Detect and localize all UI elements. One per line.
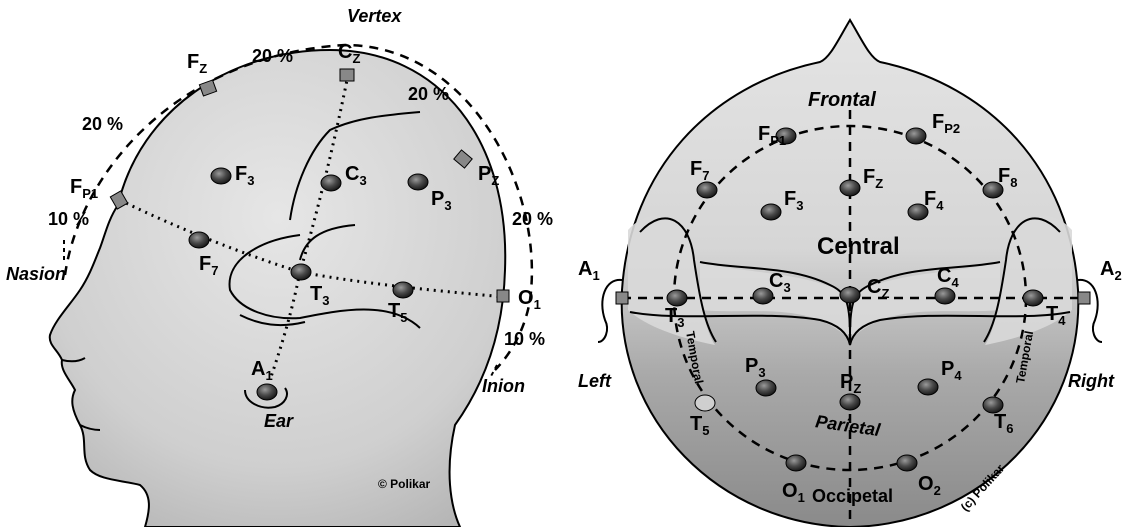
label-ear: Ear: [264, 411, 294, 431]
top-label-a1: A1: [578, 258, 600, 283]
pct-right-mid: 20 %: [512, 209, 553, 229]
label-occipetal: Occipetal: [812, 486, 893, 506]
side-view: FZ CZ PZ FP1 O1 F3 C3 P3 F7 T3 T5 A1 20 …: [6, 6, 553, 527]
label-nasion: Nasion: [6, 264, 66, 284]
electrode-p4: [918, 379, 938, 395]
label-left: Left: [578, 371, 612, 391]
pct-left-mid: 20 %: [82, 114, 123, 134]
label-o1: O1: [518, 287, 541, 312]
top-label-a2: A2: [1100, 258, 1122, 283]
electrode-c3: [321, 175, 341, 191]
clip-a1: [616, 292, 628, 304]
pct-top-left: 20 %: [252, 46, 293, 66]
electrode-f3: [761, 204, 781, 220]
label-right: Right: [1068, 371, 1115, 391]
electrode-t4: [1023, 290, 1043, 306]
electrode-p3: [756, 380, 776, 396]
top-left-ear: [598, 280, 622, 342]
clip-a2: [1078, 292, 1090, 304]
electrode-a1: [257, 384, 277, 400]
electrode-cz: [840, 287, 860, 303]
label-fz: FZ: [187, 51, 207, 76]
electrode-f7: [189, 232, 209, 248]
top-view: FP1 FP2 F7 FZ F8 F3 F4 A1 A2 T3 C3 CZ C4…: [578, 20, 1122, 527]
pct-nasion: 10 %: [48, 209, 89, 229]
electrode-fz: [840, 180, 860, 196]
electrode-o1: [786, 455, 806, 471]
electrode-t5: [393, 282, 413, 298]
electrode-p3: [408, 174, 428, 190]
side-copyright: © Polikar: [378, 477, 431, 491]
label-fp1: FP1: [70, 176, 98, 201]
label-frontal: Frontal: [808, 89, 876, 111]
label-vertex: Vertex: [347, 6, 402, 26]
electrode-o2: [897, 455, 917, 471]
clip-cz: [340, 69, 354, 81]
label-pz: PZ: [478, 163, 499, 188]
electrode-fp2: [906, 128, 926, 144]
electrode-t3: [667, 290, 687, 306]
label-inion: Inion: [482, 376, 525, 396]
electrode-t3: [291, 264, 311, 280]
label-central: Central: [817, 233, 900, 260]
pct-cz-right: 20 %: [408, 84, 449, 104]
pct-inion: 10 %: [504, 329, 545, 349]
clip-o1: [497, 290, 509, 302]
electrode-t5: [695, 395, 715, 411]
electrode-c4: [935, 288, 955, 304]
top-right-ear: [1078, 280, 1102, 342]
electrode-f7: [697, 182, 717, 198]
electrode-f3: [211, 168, 231, 184]
electrode-pz: [840, 394, 860, 410]
